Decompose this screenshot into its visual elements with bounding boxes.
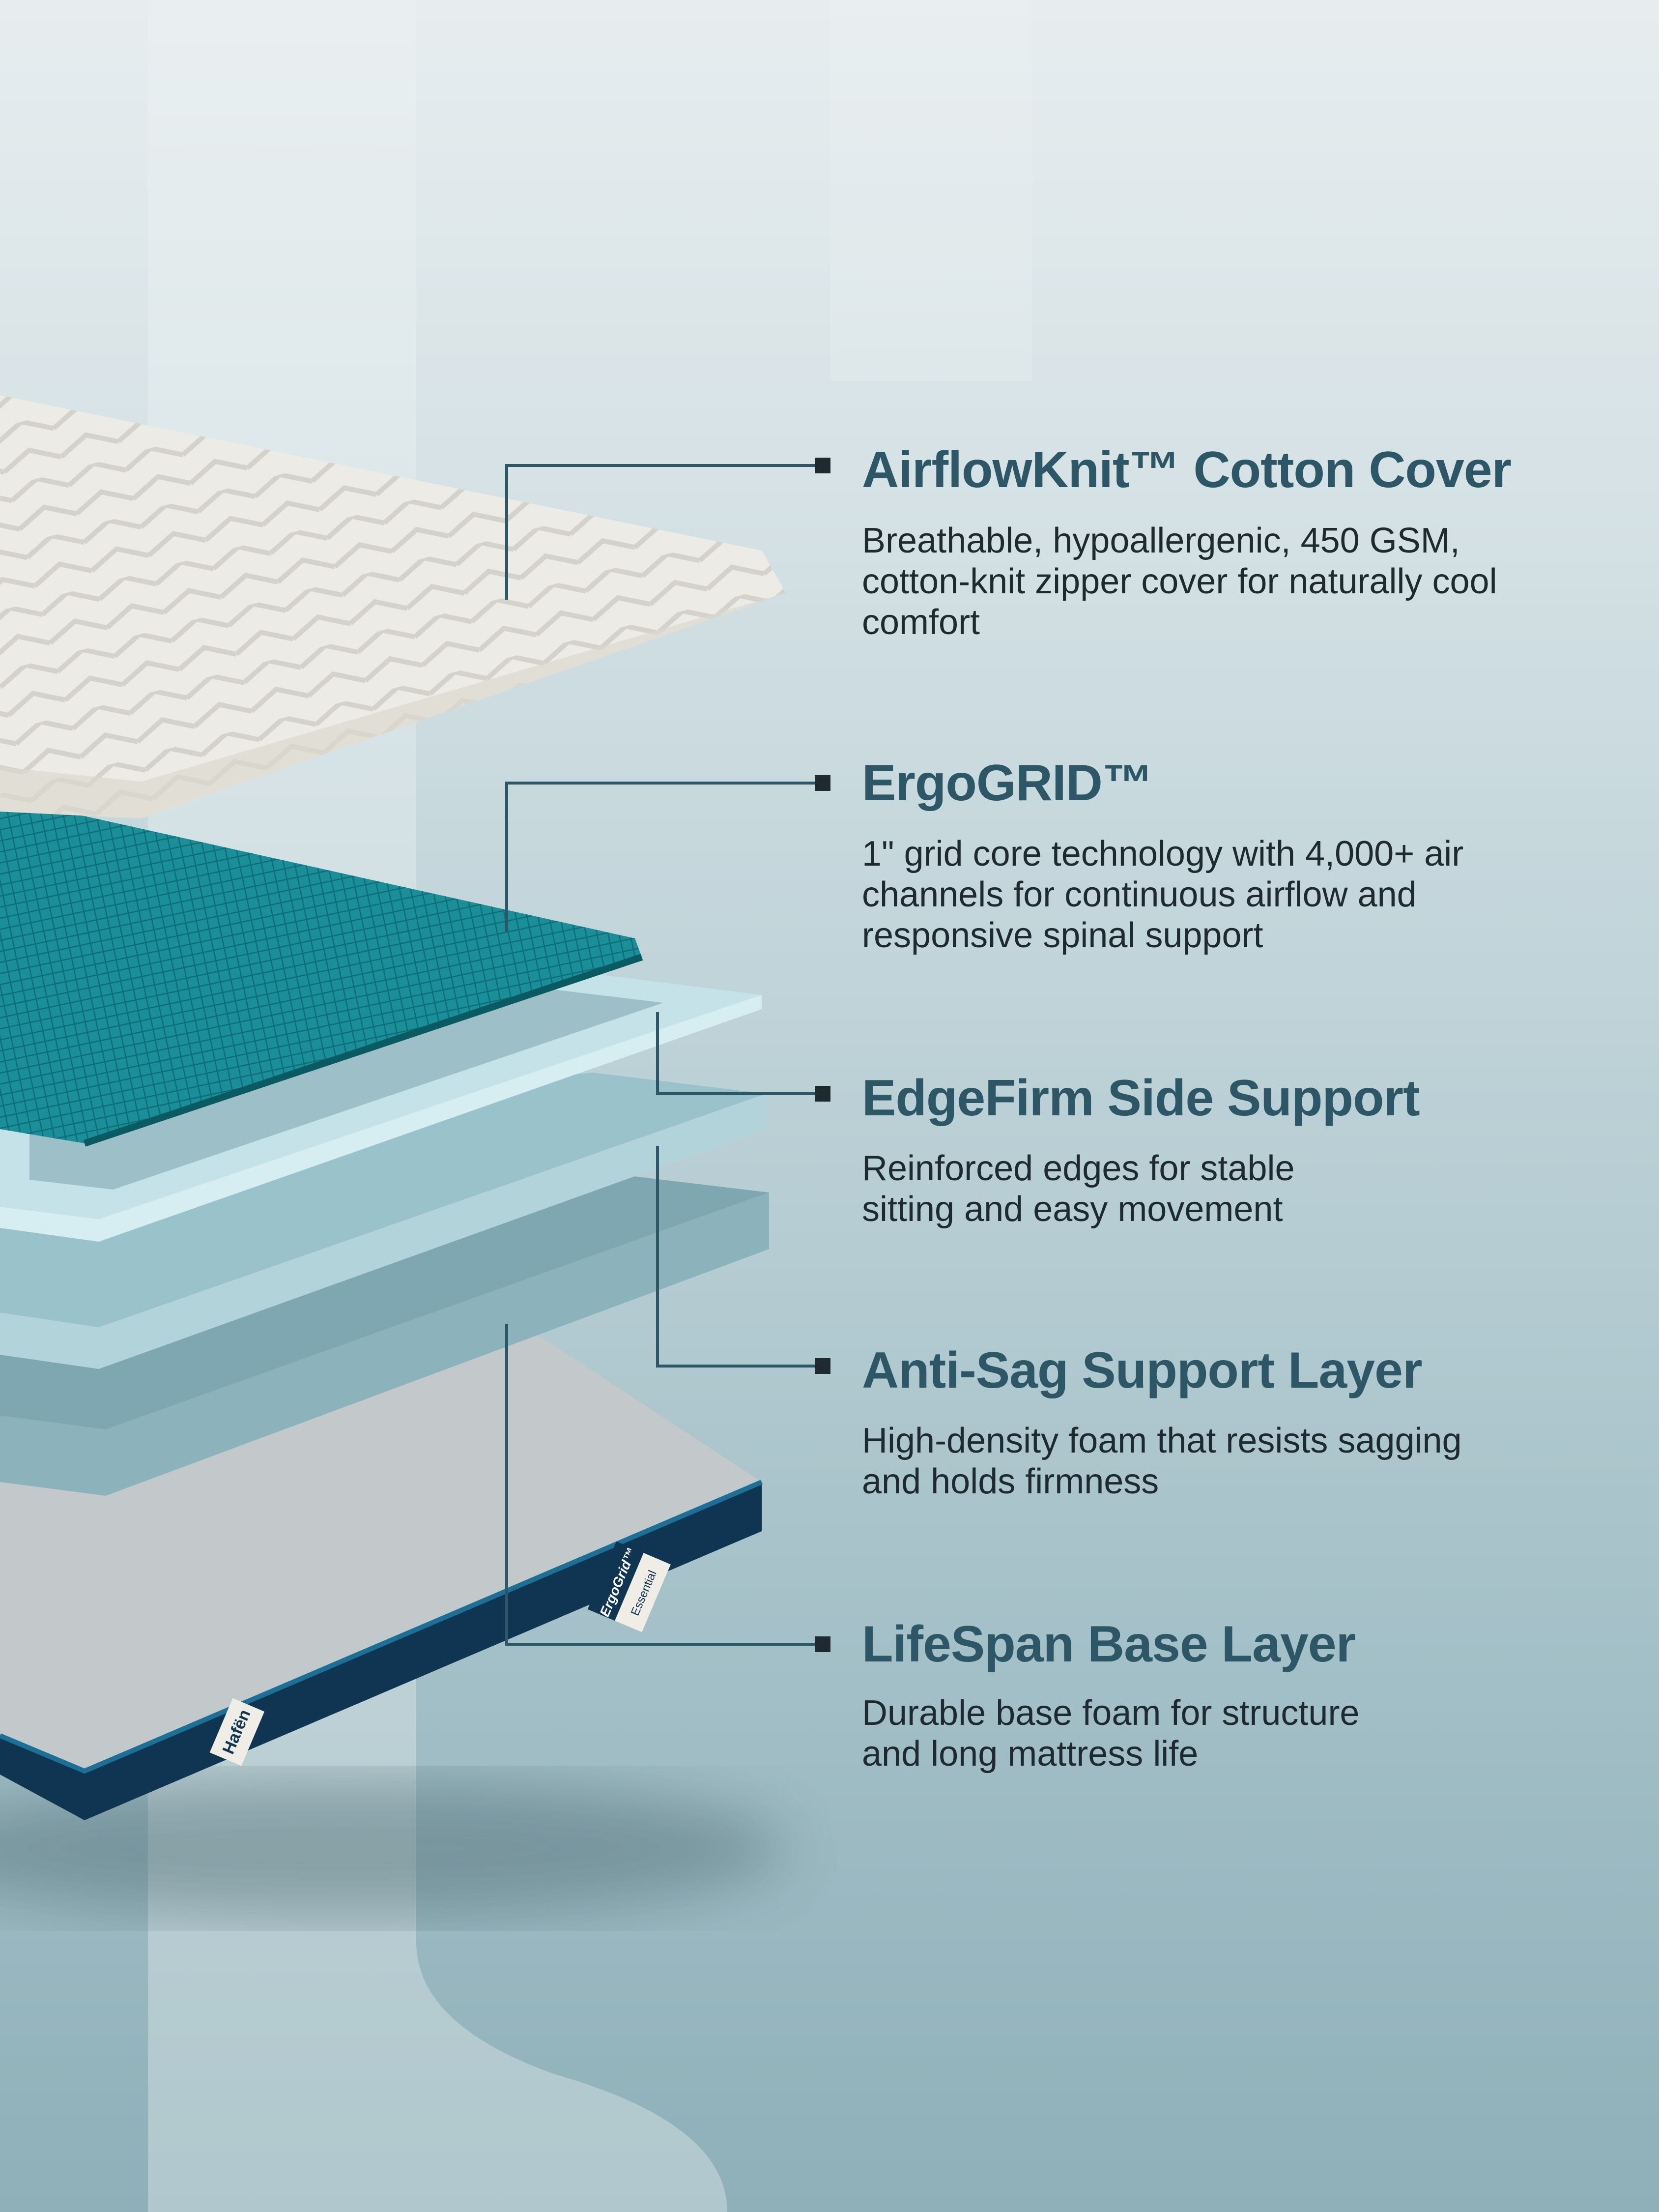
marker-square-icon xyxy=(815,1358,830,1374)
marker-square-icon xyxy=(815,458,830,473)
feature-ergogrid: ErgoGRID™ 1" grid core technology with 4… xyxy=(862,757,1629,956)
callout-markers xyxy=(815,458,830,1652)
feature-description: Reinforced edges for stable sitting and … xyxy=(862,1149,1295,1229)
feature-base: LifeSpan Base Layer Durable base foam fo… xyxy=(862,1619,1629,1775)
feature-title: Anti-Sag Support Layer xyxy=(862,1342,1422,1399)
feature-title: EdgeFirm Side Support xyxy=(862,1070,1420,1127)
feature-description: Breathable, hypoallergenic, 450 GSM, cot… xyxy=(862,521,1497,642)
ergogrid-layer xyxy=(0,797,643,1147)
feature-title: AirflowKnit™ Cotton Cover xyxy=(862,441,1512,498)
marker-square-icon xyxy=(815,775,830,791)
shadow xyxy=(0,1779,786,1917)
connector-edgefirm xyxy=(656,1012,823,1095)
connector-cover xyxy=(505,464,823,600)
callout-connectors xyxy=(505,464,823,1646)
feature-title: LifeSpan Base Layer xyxy=(862,1616,1356,1673)
feature-description: 1" grid core technology with 4,000+ air … xyxy=(862,834,1464,955)
feature-description: High-density foam that resists sagging a… xyxy=(862,1421,1462,1501)
marker-square-icon xyxy=(815,1086,830,1102)
feature-title: ErgoGRID™ xyxy=(862,755,1153,812)
connector-ergogrid xyxy=(505,782,823,931)
feature-description: Durable base foam for structure and long… xyxy=(862,1693,1360,1774)
feature-anti-sag: Anti-Sag Support Layer High-density foam… xyxy=(862,1345,1629,1502)
model-tag: ErgoGrid™ Essential xyxy=(587,1541,671,1632)
airflowknit-cover xyxy=(0,395,786,818)
feature-cover: AirflowKnit™ Cotton Cover Breathable, hy… xyxy=(862,444,1629,643)
connector-anti-sag xyxy=(656,1146,823,1368)
marker-square-icon xyxy=(815,1636,830,1652)
feature-edgefirm: EdgeFirm Side Support Reinforced edges f… xyxy=(862,1073,1629,1230)
connector-base xyxy=(505,1324,823,1646)
